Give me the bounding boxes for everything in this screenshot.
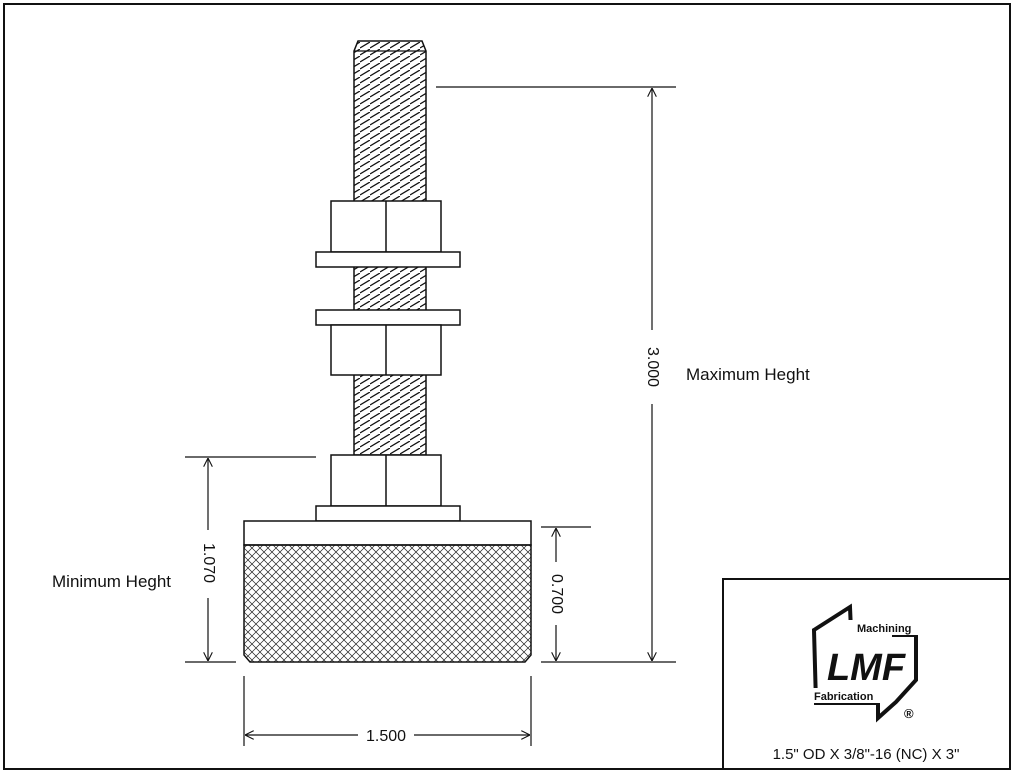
base-plate — [243, 520, 532, 546]
upper-washer — [315, 251, 461, 268]
middle-hex-nut — [330, 324, 442, 376]
pad-width-dimension: 1.500 — [243, 676, 532, 746]
middle-washer — [315, 309, 461, 326]
title-block: Machining LMF Fabrication ® 1.5" OD X 3/… — [722, 578, 1011, 770]
min-height-value: 1.070 — [200, 543, 217, 583]
drawing-border — [3, 3, 1011, 770]
company-logo: Machining LMF Fabrication ® — [810, 603, 918, 723]
upper-hex-nut — [330, 200, 442, 253]
max-height-label: Maximum Heght — [686, 365, 810, 384]
logo-bottom-text: Fabrication — [814, 691, 874, 703]
lower-hex-nut — [330, 454, 442, 507]
logo-main-text: LMF — [827, 647, 907, 689]
part-description: 1.5" OD X 3/8"-16 (NC) X 3" — [773, 746, 960, 763]
pad-width-value: 1.500 — [366, 728, 406, 745]
min-height-label: Minimum Heght — [52, 572, 171, 591]
min-height-dimension: 1.070 — [185, 456, 316, 663]
max-height-value: 3.000 — [644, 347, 661, 387]
max-height-dimension: 3.000 — [436, 86, 676, 663]
lower-washer — [315, 505, 461, 522]
rubber-pad — [243, 544, 532, 663]
pad-height-value: 0.700 — [548, 574, 565, 614]
pad-height-dimension: 0.700 — [541, 526, 591, 661]
registered-mark: ® — [904, 706, 914, 721]
leveling-foot — [243, 40, 532, 663]
logo-top-text: Machining — [857, 623, 911, 635]
